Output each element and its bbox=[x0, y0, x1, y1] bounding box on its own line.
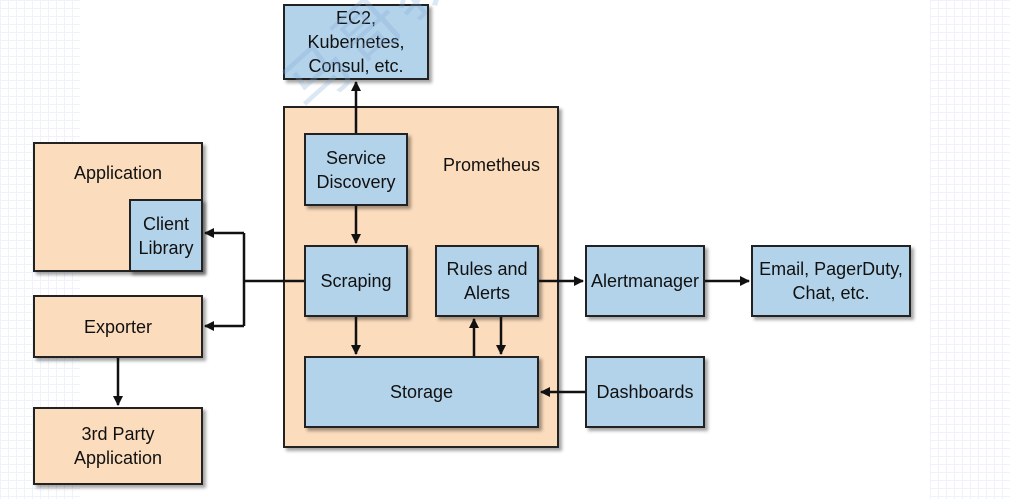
rules-and-alerts-box: Rules and Alerts bbox=[435, 245, 539, 317]
alertmanager-box: Alertmanager bbox=[585, 245, 705, 317]
grid-background-right bbox=[930, 0, 1010, 499]
storage-box: Storage bbox=[304, 356, 539, 428]
exporter-box: Exporter bbox=[33, 295, 203, 358]
scraping-box: Scraping bbox=[304, 245, 408, 317]
third-party-application-box: 3rd Party Application bbox=[33, 407, 203, 485]
dashboards-box: Dashboards bbox=[585, 356, 705, 428]
email-pagerduty-chat-box: Email, PagerDuty, Chat, etc. bbox=[751, 245, 911, 317]
service-discovery-box: Service Discovery bbox=[304, 133, 408, 206]
ec2-kubernetes-consul-box: EC2, Kubernetes, Consul, etc. bbox=[283, 4, 429, 80]
application-label: Application bbox=[73, 163, 163, 183]
client-library-box: Client Library bbox=[129, 199, 203, 272]
prometheus-label: Prometheus bbox=[443, 155, 541, 175]
